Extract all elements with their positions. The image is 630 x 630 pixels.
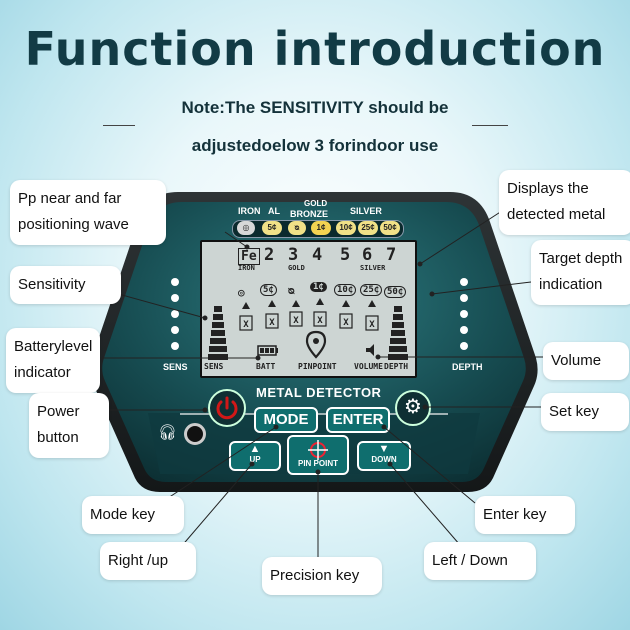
coin-50c: 50¢ xyxy=(380,221,400,235)
svg-text:X: X xyxy=(343,318,349,328)
lcd-coin-5c: 5¢ xyxy=(260,284,277,296)
iron-ring-icon: ◎ xyxy=(237,221,255,235)
lcd-gold: GOLD xyxy=(288,264,305,272)
depth-led-4 xyxy=(460,326,468,334)
lcd-screen: Fe IRON 2 3 4 5 6 7 GOLD SILVER ◎ 5¢ ᴓ 1… xyxy=(200,240,417,378)
callout-volume: Volume xyxy=(543,342,629,381)
svg-text:X: X xyxy=(317,316,323,326)
coin-1c: 1¢ xyxy=(311,221,331,235)
lcd-digit-7: 7 xyxy=(386,245,397,265)
callout-pp-wave: Pp near and far positioning wave xyxy=(10,180,166,245)
depth-led-5 xyxy=(460,342,468,350)
lcd-sens-label: SENS xyxy=(204,362,224,371)
set-key[interactable]: ⚙ xyxy=(395,390,431,426)
headphone-icon: 🎧︎ xyxy=(158,424,178,441)
pinpoint-key-label: PIN POINT xyxy=(297,459,338,468)
pinpoint-key[interactable]: PIN POINT xyxy=(287,435,349,475)
down-key-label: DOWN xyxy=(371,455,397,464)
label-iron: IRON xyxy=(238,206,261,216)
callout-sensitivity: Sensitivity xyxy=(10,266,121,305)
coin-25c: 25¢ xyxy=(358,221,378,235)
callout-enter-key: Enter key xyxy=(475,496,575,535)
callout-battery: Batterylevel indicator xyxy=(6,328,100,393)
callout-precision: Precision key xyxy=(262,557,382,596)
svg-text:X: X xyxy=(243,320,249,330)
lcd-digit-5: 5 xyxy=(340,245,351,265)
lcd-digit-4: 4 xyxy=(312,245,323,265)
lcd-iron-ring-icon: ◎ xyxy=(238,286,245,299)
down-key[interactable]: ▼ DOWN xyxy=(357,441,411,471)
page-title: Function introduction xyxy=(24,22,606,76)
note-line-2: adjustedoelow 3 forindoor use xyxy=(191,136,439,155)
lcd-coin-25c: 25¢ xyxy=(360,284,383,296)
sens-led-1 xyxy=(171,278,179,286)
note-rule-right xyxy=(472,125,508,126)
callout-left-down: Left / Down xyxy=(424,542,536,581)
power-icon xyxy=(216,396,238,420)
svg-text:X: X xyxy=(293,316,299,326)
lcd-coin-1c: 1¢ xyxy=(310,282,327,292)
label-silver: SILVER xyxy=(350,206,382,216)
up-arrow-icon: ▲ xyxy=(249,443,261,455)
callout-mode: Mode key xyxy=(82,496,184,535)
down-arrow-icon: ▼ xyxy=(378,443,390,455)
up-key-label: UP xyxy=(249,455,261,464)
sens-led-2 xyxy=(171,294,179,302)
sens-led-4 xyxy=(171,326,179,334)
lcd-coin-50c: 50¢ xyxy=(384,286,407,298)
callout-set-key: Set key xyxy=(541,393,629,432)
brand-label: METAL DETECTOR xyxy=(256,385,382,400)
up-key[interactable]: ▲ UP xyxy=(229,441,281,471)
lcd-ring-icon: ᴓ xyxy=(288,284,295,297)
power-button[interactable] xyxy=(208,389,246,427)
gear-icon: ⚙ xyxy=(404,396,422,418)
label-al: AL xyxy=(268,206,280,216)
headphone-jack[interactable] xyxy=(184,423,206,445)
lcd-iron: IRON xyxy=(238,264,255,272)
lcd-pinpoint-label: PINPOINT xyxy=(298,362,337,371)
coin-5c: 5¢ xyxy=(262,221,282,235)
svg-text:X: X xyxy=(369,320,375,330)
callout-power: Power button xyxy=(29,393,109,458)
lcd-batt-label: BATT xyxy=(256,362,276,371)
ring-icon: ᴓ xyxy=(288,221,306,235)
depth-led-1 xyxy=(460,278,468,286)
callout-target-depth: Target depth indication xyxy=(531,240,630,305)
svg-text:X: X xyxy=(269,318,275,328)
sens-led-5 xyxy=(171,342,179,350)
mode-key[interactable]: MODE xyxy=(254,407,318,433)
lcd-volume-label: VOLUME xyxy=(354,362,383,371)
lcd-silver: SILVER xyxy=(360,264,386,272)
callout-right-up: Right /up xyxy=(100,542,196,581)
enter-key[interactable]: ENTER xyxy=(326,407,390,433)
side-depth-label: DEPTH xyxy=(452,362,483,372)
lcd-digit-6: 6 xyxy=(362,245,373,265)
lcd-coin-10c: 10¢ xyxy=(334,284,357,296)
label-gold: GOLD xyxy=(304,199,328,208)
coin-10c: 10¢ xyxy=(336,221,356,235)
callout-displays-metal: Displays the detected metal xyxy=(499,170,630,235)
sens-led-3 xyxy=(171,310,179,318)
note-line-1: Note:The SENSITIVITY should be xyxy=(181,98,449,117)
side-sens-label: SENS xyxy=(163,362,188,372)
crosshair-icon xyxy=(308,440,328,460)
label-bronze: BRONZE xyxy=(290,209,328,219)
lcd-digit-2: 2 xyxy=(264,245,275,265)
lcd-digit-3: 3 xyxy=(288,245,299,265)
depth-led-2 xyxy=(460,294,468,302)
lcd-depth-label: DEPTH xyxy=(384,362,409,371)
depth-led-3 xyxy=(460,310,468,318)
note-rule-left xyxy=(103,125,135,126)
